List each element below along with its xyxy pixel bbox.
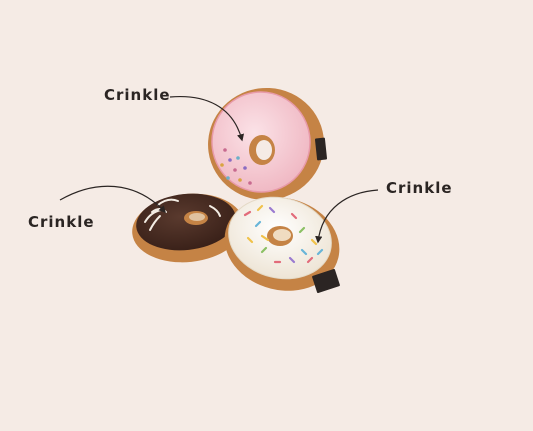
vanilla-donut-tag <box>312 268 340 294</box>
vanilla-donut <box>224 196 340 294</box>
pink-donut-tag <box>314 137 328 161</box>
chocolate-crinkle-arrow <box>59 185 166 214</box>
vanilla-crinkle-arrow <box>315 189 379 244</box>
vanilla-crinkle-label: Crinkle <box>386 179 453 197</box>
pink-crinkle-arrow <box>169 95 245 142</box>
pink-crinkle-label: Crinkle <box>104 86 171 104</box>
chocolate-crinkle-label: Crinkle <box>28 213 95 231</box>
pink-donut <box>208 87 328 201</box>
pink-donut-sprinkles <box>220 148 252 185</box>
